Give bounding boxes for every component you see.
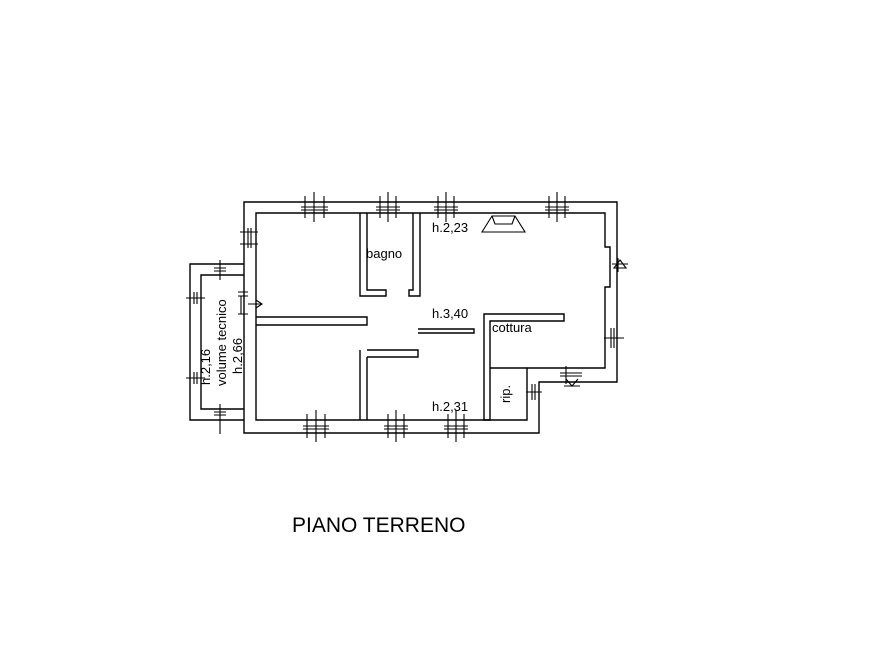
outer-wall (243, 201, 618, 434)
label-height-lower-room: h.2,31 (432, 399, 468, 414)
partition-lower (359, 349, 419, 420)
partition-left (256, 316, 368, 326)
cottura-wall (483, 313, 565, 421)
label-volume-tecnico: volume tecnico (214, 299, 229, 386)
partition-center (418, 328, 475, 334)
annex-inner-wall (200, 274, 244, 410)
fireplace-hood-inner (491, 215, 516, 225)
label-height-annex-2: h.2,66 (230, 338, 245, 374)
label-cottura: cottura (492, 320, 533, 335)
bagno-wall-right (408, 213, 421, 297)
annex-outer-wall (189, 263, 244, 421)
inner-wall-face (255, 212, 611, 421)
window-marks (186, 192, 628, 442)
label-height-kitchen-area: h.2,23 (432, 220, 468, 235)
label-ripostiglio: rip. (498, 385, 513, 403)
bagno-wall-left (359, 213, 387, 297)
floor-title: PIANO TERRENO (292, 514, 465, 537)
label-height-living: h.3,40 (432, 306, 468, 321)
label-height-annex: h.2,16 (198, 349, 213, 385)
label-bagno: bagno (366, 246, 402, 261)
